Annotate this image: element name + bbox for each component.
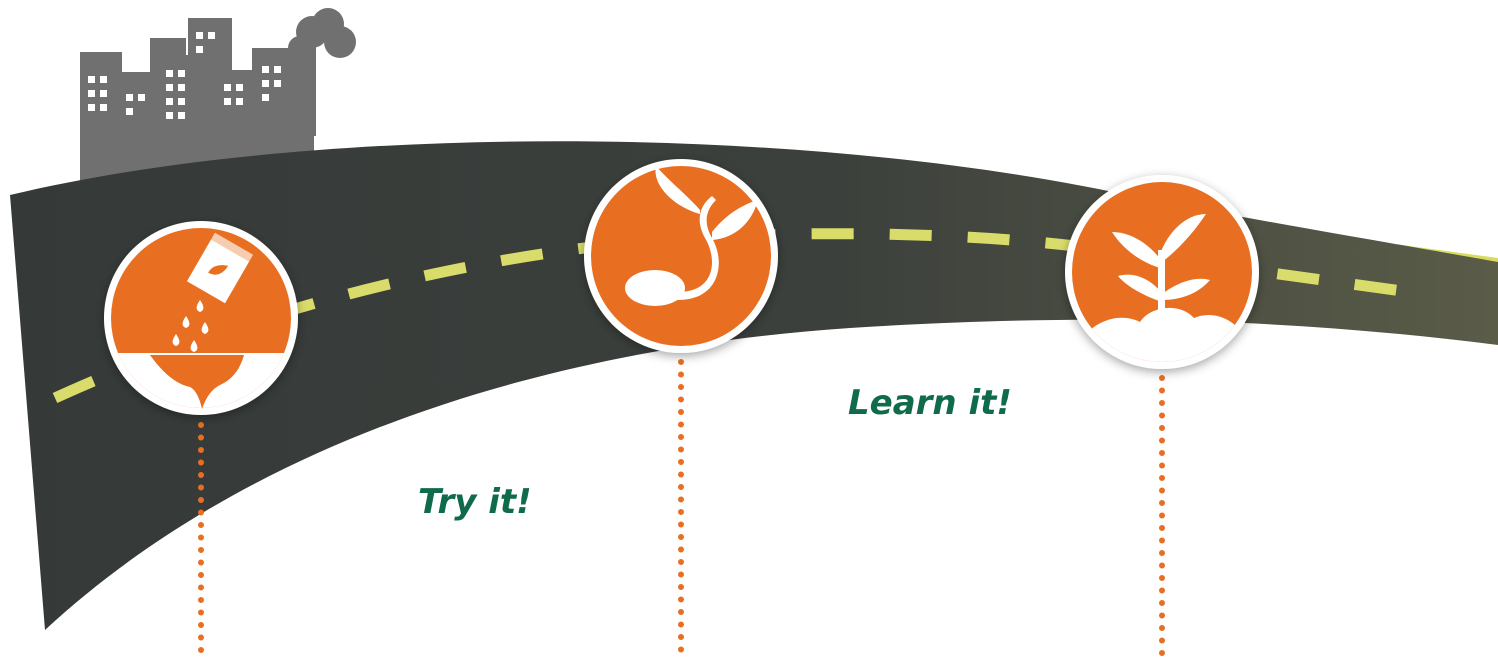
sprout-icon bbox=[625, 166, 758, 306]
dash-line bbox=[52, 228, 1411, 404]
stage-sprout bbox=[584, 159, 778, 353]
stage-seed-packet bbox=[104, 221, 298, 415]
road-center-dashes bbox=[52, 228, 1411, 404]
try-it-label: Try it! bbox=[418, 482, 532, 522]
dotted-connectors bbox=[198, 359, 1165, 663]
plant-icon bbox=[1112, 214, 1210, 320]
learn-it-label: Learn it! bbox=[848, 383, 1012, 423]
seed-packet-icon bbox=[150, 232, 254, 409]
stage-plant bbox=[1065, 175, 1259, 369]
city-skyline-icon bbox=[80, 8, 356, 187]
